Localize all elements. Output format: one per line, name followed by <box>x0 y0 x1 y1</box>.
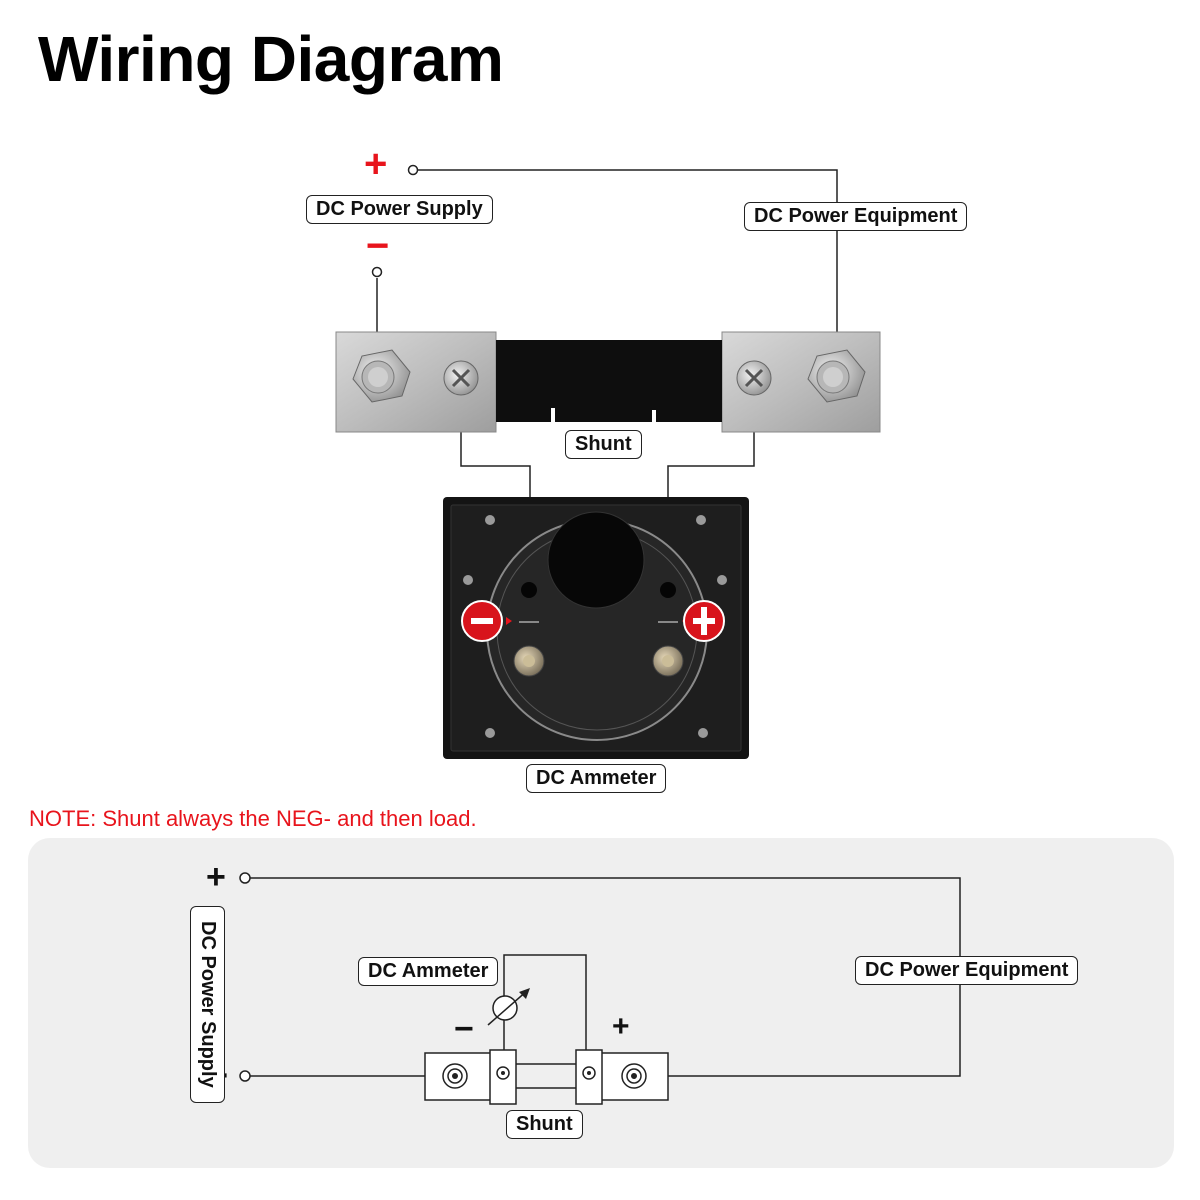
shunt-plus-sign: + <box>612 1010 630 1043</box>
schematic-plus-sign: + <box>206 858 226 896</box>
minus-terminal-dot <box>371 266 383 278</box>
photo-ammeter-label: DC Ammeter <box>526 764 667 793</box>
photo-shunt-label: Shunt <box>565 430 642 459</box>
photo-minus-sign: − <box>366 224 390 268</box>
schematic-plus-terminal <box>239 872 251 884</box>
page-title: Wiring Diagram <box>38 23 504 95</box>
ammeter-photo <box>443 497 749 759</box>
note-text: NOTE: Shunt always the NEG- and then loa… <box>29 806 477 831</box>
ammeter-symbol <box>487 988 530 1026</box>
schematic-equipment-label: DC Power Equipment <box>855 956 1079 985</box>
plus-terminal-dot <box>407 164 419 176</box>
photo-supply-label: DC Power Supply <box>306 195 493 224</box>
photo-plus-sign: + <box>364 142 388 186</box>
shunt-symbol <box>424 1049 669 1105</box>
ammeter-plus-badge <box>683 600 725 642</box>
schematic-supply-label: DC Power Supply <box>190 906 225 1103</box>
ammeter-minus-badge <box>461 600 503 642</box>
shunt-photo <box>335 331 881 433</box>
schematic-ammeter-label: DC Ammeter <box>358 957 499 986</box>
schematic-shunt-label: Shunt <box>506 1110 583 1139</box>
schematic-minus-terminal <box>239 1070 251 1082</box>
photo-equipment-label: DC Power Equipment <box>744 202 968 231</box>
shunt-minus-sign: − <box>454 1010 474 1048</box>
